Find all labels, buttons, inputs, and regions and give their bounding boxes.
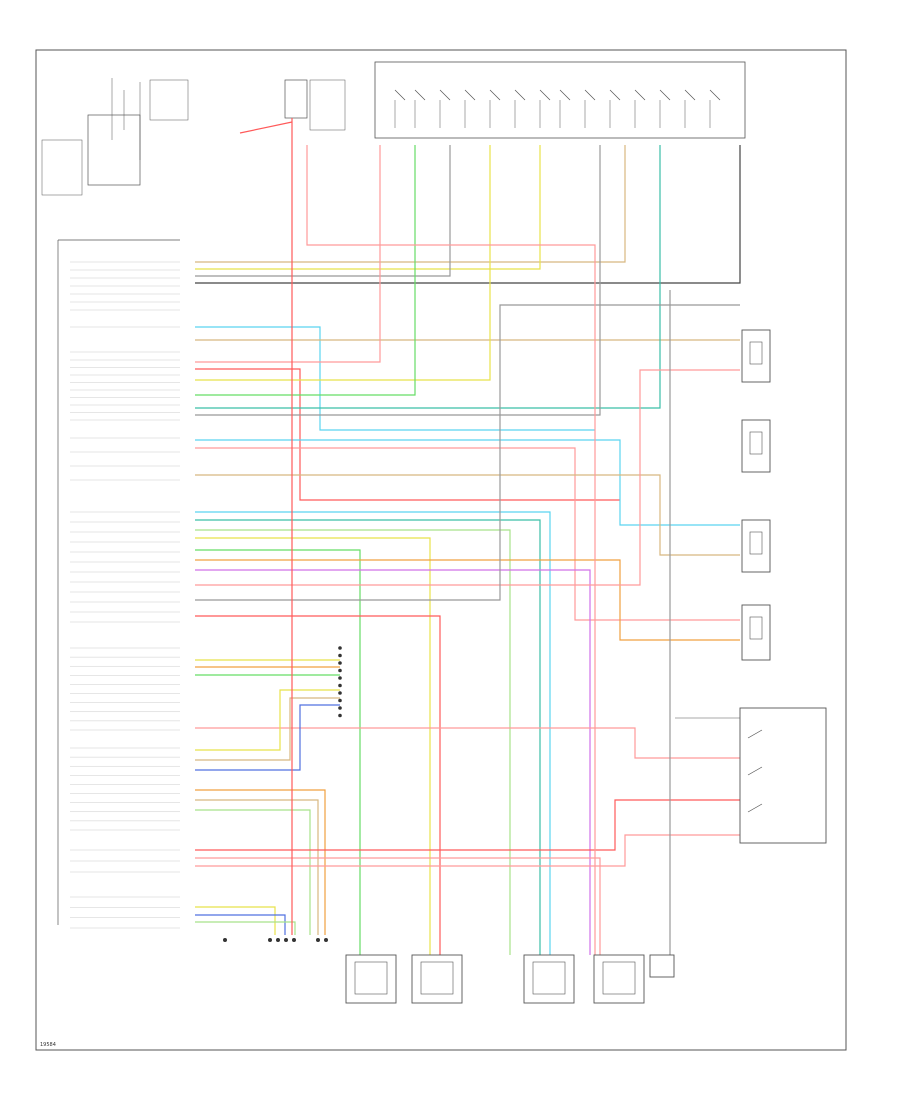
wire-24 <box>195 615 441 955</box>
ground-dot-3 <box>284 938 288 942</box>
wire-13 <box>195 447 740 621</box>
wire-42 <box>239 121 293 134</box>
switch-contact-6 <box>539 89 551 128</box>
ground-dot-0 <box>223 938 227 942</box>
bottom-connector-small <box>649 954 675 978</box>
wire-9 <box>195 145 416 396</box>
wire-3 <box>195 145 741 284</box>
wire-32 <box>195 789 326 935</box>
wire-0 <box>195 145 626 263</box>
wire-29 <box>195 689 340 751</box>
wire-38 <box>195 906 276 935</box>
wire-20 <box>195 559 740 641</box>
switch-contact-13 <box>709 89 721 128</box>
right-sensor-3 <box>741 519 771 573</box>
switch-contact-10 <box>634 89 646 128</box>
ground-dot-6 <box>324 938 328 942</box>
wire-34 <box>195 809 311 935</box>
relay-component <box>284 79 346 131</box>
connector-dot-8 <box>338 706 342 710</box>
diagram-frame <box>35 49 847 1051</box>
power-distribution-box <box>41 78 189 196</box>
connector-dot-2 <box>338 661 342 665</box>
right-sensor-1 <box>741 329 771 383</box>
right-sensor-2 <box>741 419 771 473</box>
connector-dot-3 <box>338 668 342 673</box>
wire-43 <box>306 145 596 955</box>
switch-contact-1 <box>414 89 426 128</box>
memory-seat-module-outline <box>57 239 180 925</box>
wire-31 <box>195 704 340 771</box>
top-switch-bank <box>374 61 746 139</box>
wire-2 <box>195 145 451 277</box>
wire-35 <box>195 799 740 851</box>
wire-18 <box>195 537 431 955</box>
wire-40 <box>195 921 296 935</box>
switch-contact-0 <box>394 89 406 128</box>
wire-21 <box>195 569 591 955</box>
connector-dot-0 <box>338 646 342 650</box>
wire-4 <box>195 326 595 431</box>
module-pin-list <box>70 261 180 929</box>
bottom-motor-2 <box>411 954 463 1004</box>
switch-contact-2 <box>439 89 451 128</box>
switch-contact-7 <box>559 89 571 128</box>
switch-contact-5 <box>514 89 526 128</box>
bottom-motor-4 <box>593 954 645 1004</box>
wire-15 <box>195 511 551 955</box>
wire-6 <box>195 145 381 363</box>
corner-label: 19584 <box>40 1042 56 1048</box>
wire-10 <box>195 145 661 409</box>
switch-contact-11 <box>659 89 671 128</box>
connector-dot-7 <box>338 698 342 703</box>
wire-33 <box>195 799 319 935</box>
wire-30 <box>195 697 340 761</box>
memory-set-switch <box>675 707 827 844</box>
wire-19 <box>195 549 361 955</box>
right-sensor-4 <box>741 604 771 661</box>
connector-dot-4 <box>338 676 342 680</box>
wire-39 <box>195 914 286 935</box>
wire-11 <box>195 145 601 416</box>
connector-dot-6 <box>338 691 342 695</box>
switch-contact-8 <box>584 89 596 128</box>
ground-dot-4 <box>292 938 296 942</box>
ground-dot-2 <box>276 938 280 942</box>
connector-dot-5 <box>338 683 342 688</box>
bottom-motor-1 <box>345 954 397 1004</box>
switch-contact-9 <box>609 89 621 128</box>
switch-contact-3 <box>464 89 476 128</box>
wire-harness <box>195 118 741 955</box>
connector-dot-9 <box>338 713 342 718</box>
wire-37 <box>195 834 740 867</box>
wire-36 <box>195 857 601 955</box>
connector-dots <box>223 646 342 942</box>
bottom-motor-3 <box>523 954 575 1004</box>
wire-1 <box>195 145 541 270</box>
wire-7 <box>195 368 620 501</box>
wire-22 <box>195 369 740 586</box>
wire-12 <box>195 439 740 526</box>
wire-28 <box>195 727 740 759</box>
wire-23 <box>195 304 740 601</box>
wire-17 <box>195 529 511 955</box>
wire-14 <box>195 474 740 556</box>
wire-16 <box>195 519 541 955</box>
switch-contact-4 <box>489 89 501 128</box>
ground-dot-5 <box>316 938 320 942</box>
ground-dot-1 <box>268 938 272 942</box>
switch-contact-12 <box>684 89 696 128</box>
wire-8 <box>195 145 491 381</box>
connector-dot-1 <box>338 653 342 658</box>
